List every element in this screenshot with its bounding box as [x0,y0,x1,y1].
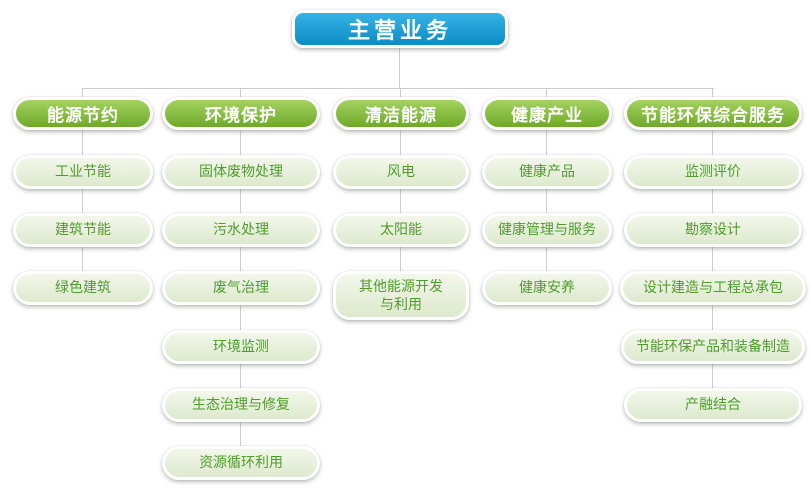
leaf-node: 污水处理 [162,213,320,247]
leaf-node: 建筑节能 [13,213,153,247]
leaf-node: 资源循环利用 [162,446,320,480]
leaf-node: 工业节能 [13,155,153,189]
root-node: 主营业务 [292,10,508,48]
connector-root-vertical [399,48,400,89]
connector-stub-col5 [712,88,713,99]
leaf-node: 健康安养 [482,271,612,305]
connector-stub-col1 [82,88,83,99]
leaf-node: 生态治理与修复 [162,388,320,422]
branch-comprehensive-service: 节能环保综合服务 [624,97,802,130]
connector-stub-col4 [546,88,547,99]
leaf-node: 健康管理与服务 [482,213,612,247]
branch-environmental-protection: 环境保护 [162,97,320,130]
branch-clean-energy: 清洁能源 [333,97,469,130]
leaf-node: 勘察设计 [624,213,802,247]
leaf-node: 环境监测 [162,330,320,364]
leaf-node: 固体废物处理 [162,155,320,189]
leaf-node: 监测评价 [624,155,802,189]
leaf-node: 产融结合 [624,388,802,422]
branch-energy-conservation: 能源节约 [13,97,153,130]
connector-stub-col3 [400,88,401,99]
branch-health-industry: 健康产业 [482,97,612,130]
connector-trunk-col5 [712,110,713,405]
leaf-node: 风电 [333,155,469,189]
leaf-node: 其他能源开发 与利用 [333,271,469,320]
leaf-node: 设计建造与工程总承包 [620,271,806,305]
connector-trunk-col3 [400,110,401,295]
leaf-node: 节能环保产品和装备制造 [621,330,805,364]
connector-trunk-col4 [546,110,547,290]
leaf-node: 太阳能 [333,213,469,247]
leaf-node: 废气治理 [162,271,320,305]
connector-trunk-col1 [82,110,83,290]
leaf-node: 绿色建筑 [13,271,153,305]
leaf-node: 健康产品 [482,155,612,189]
connector-horizontal [83,88,714,89]
connector-stub-col2 [240,88,241,99]
